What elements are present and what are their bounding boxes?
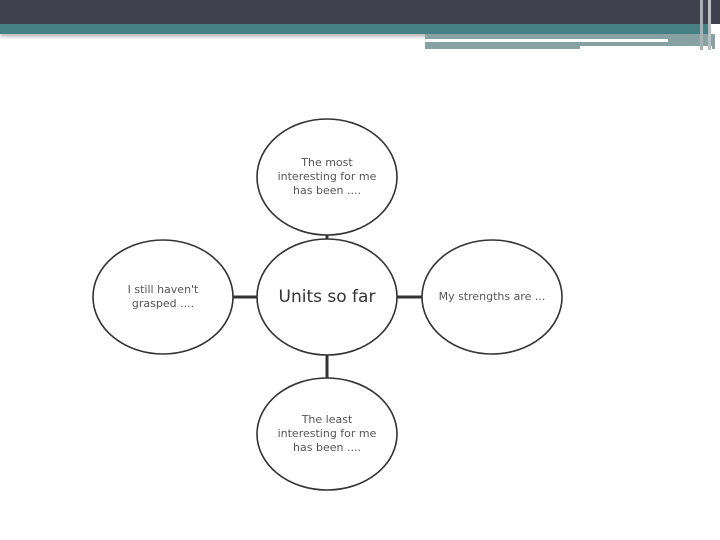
header-accent-bar	[0, 24, 710, 34]
header-accent-line	[425, 39, 668, 42]
node-right-shape	[421, 239, 563, 355]
node-bottom-shape	[256, 377, 398, 491]
header-edge	[708, 0, 711, 50]
header-edge	[700, 0, 703, 50]
node-right: My strengths are ...	[438, 290, 546, 303]
header-bar	[0, 0, 720, 24]
node-center-shape	[256, 238, 398, 356]
node-bottom: The least interesting for me has been ..…	[277, 413, 377, 454]
node-left: I still haven't grasped ....	[127, 283, 199, 310]
header-accent-line	[580, 46, 712, 49]
node-top: The most interesting for me has been ...…	[277, 156, 377, 197]
node-top-shape	[256, 118, 398, 236]
node-left-shape	[92, 239, 234, 355]
node-center: Units so far	[278, 286, 376, 307]
